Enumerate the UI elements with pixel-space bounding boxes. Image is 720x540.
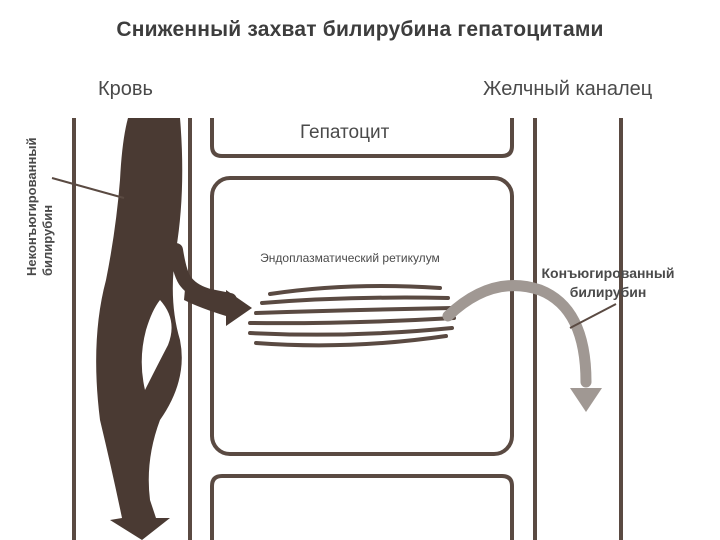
- diagram-title: Сниженный захват билирубина гепатоцитами: [116, 18, 604, 41]
- blood-flow-gap: [141, 300, 172, 390]
- blood-label: Кровь: [98, 78, 153, 100]
- er-lamella: [254, 334, 448, 348]
- uptake-arrow: [184, 278, 252, 326]
- conjugated-bilirubin-label: Конъюгированный билирубин: [541, 265, 675, 300]
- endoplasmic-reticulum-label: Эндоплазматический ретикулум: [260, 251, 440, 265]
- er-lamella: [268, 284, 442, 296]
- blood-flow-stream: [96, 118, 183, 540]
- er-lamella: [248, 326, 454, 337]
- conjugated-bilirubin-arrowhead: [570, 388, 602, 412]
- conjugated-bilirubin-arrow: [442, 280, 592, 388]
- bile-canaliculus-label: Желчный каналец: [483, 78, 653, 100]
- endoplasmic-reticulum: [248, 284, 456, 348]
- lower-hepatocyte-outline: [210, 474, 514, 540]
- er-lamella: [260, 295, 450, 305]
- upper-hepatocyte-outline: [210, 118, 514, 158]
- conjugated-leader-line: [569, 303, 617, 329]
- er-lamella: [248, 316, 456, 326]
- unconjugated-leader-line: [51, 177, 125, 199]
- hepatocyte-outline: [210, 176, 514, 456]
- hepatocyte-label: Гепатоцит: [300, 122, 390, 143]
- er-lamella: [254, 306, 454, 315]
- unconjugated-bilirubin-label: Неконъюгированный билирубин: [24, 137, 55, 276]
